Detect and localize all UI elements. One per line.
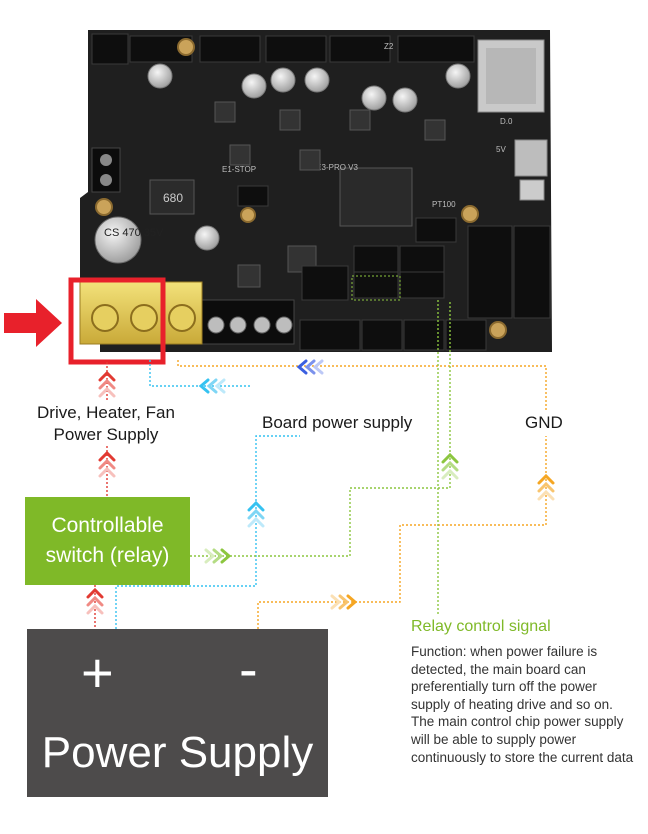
z2-label: Z2 [384,42,394,51]
inductor-label: 680 [163,191,183,205]
d0-label: D.0 [500,117,513,126]
chevron-left-icon [198,359,324,394]
pt100-label: PT100 [432,200,456,209]
chevron-right-icon [204,548,358,610]
relay-signal-description: Function: when power failure is detected… [411,644,634,765]
relay-signal-title: Relay control signal [411,618,551,635]
wire-orange [177,360,547,629]
capacitor-label: CS 470 35V [104,227,164,239]
psu-plus-terminal: + [81,641,114,704]
drive-power-label-line2: Power Supply [53,425,159,444]
board-model-label: FLY E3-PRO V3 [300,163,359,172]
relay-switch-line2: switch (relay) [45,544,170,567]
power-terminal-highlight [68,277,166,365]
relay-switch-box: Controllable switch (relay) [25,497,190,585]
board-power-label: Board power supply [262,413,413,432]
control-board: CS 470 35V 680 FLY E3-PRO V3 E1-STOP Z2 … [79,30,552,352]
5v-label: 5V [496,145,506,154]
psu-minus-terminal: - [239,637,258,700]
wire-green [190,300,451,614]
relay-switch-line1: Controllable [51,514,164,537]
red-arrow-icon [4,299,62,347]
wire-cyan [115,360,300,629]
e1stop-label: E1-STOP [222,165,256,174]
drive-power-label: Drive, Heater, Fan Power Supply [22,402,190,446]
psu-title: Power Supply [41,728,314,777]
power-supply-box: + - Power Supply [27,629,328,797]
chevron-up-icon [86,370,555,615]
gnd-label: GND [525,413,563,432]
drive-power-label-line1: Drive, Heater, Fan [37,403,175,422]
